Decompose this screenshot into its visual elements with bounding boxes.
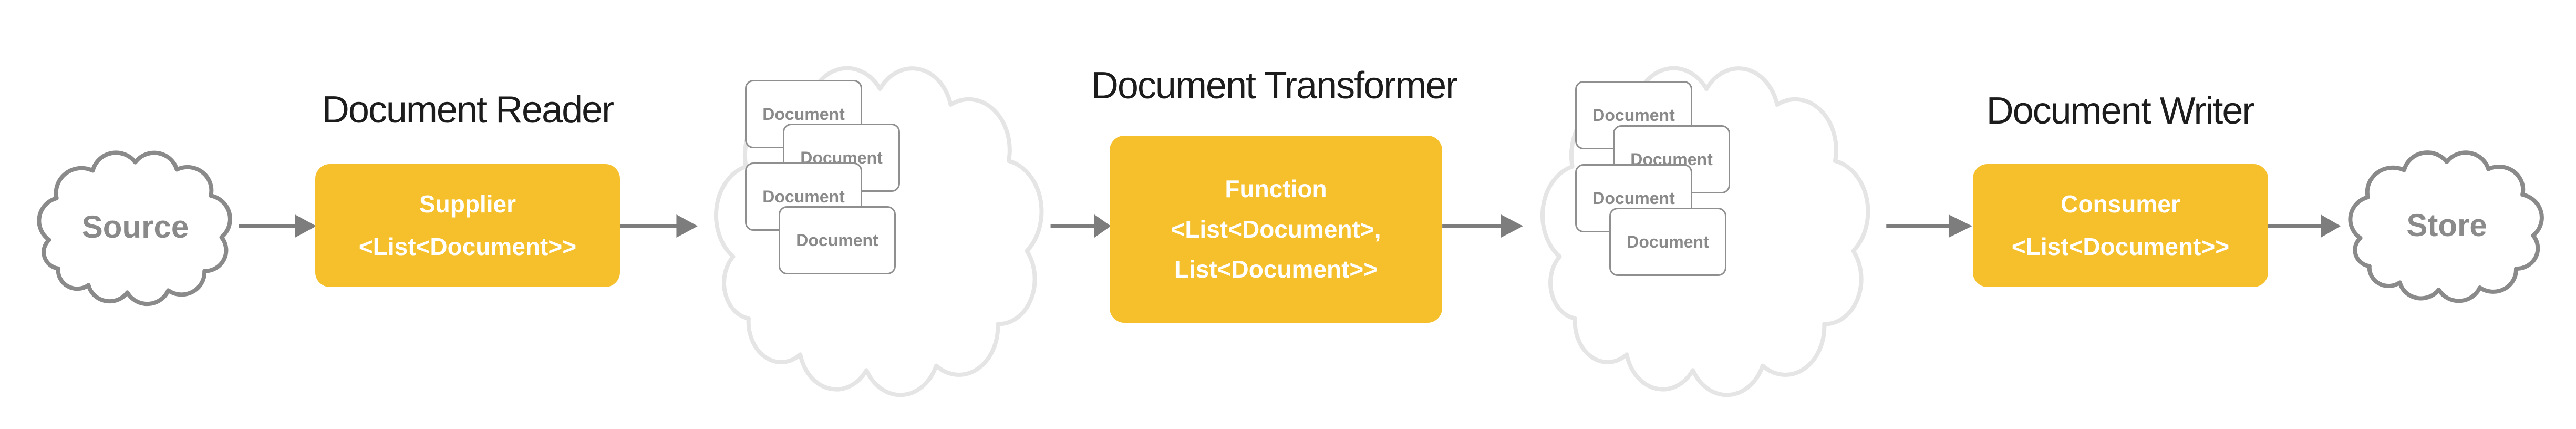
arrow-cloud-to-consumer-icon [1886,214,1972,238]
arrow-cloud-to-function-icon [1050,214,1111,238]
documents-cloud-left: Document Document Document Document [699,48,1061,408]
arrow-supplier-to-cloud-icon [620,214,698,238]
document-card-label: Document [796,230,878,250]
document-card-label: Document [1627,232,1709,251]
document-card-label: Document [1592,188,1675,208]
consumer-box-line2: <List<Document>> [2011,233,2230,260]
arrow-function-to-cloud-icon [1442,214,1523,238]
document-transformer-title: Document Transformer [1091,65,1458,107]
function-box-line2: <List<Document>, [1171,215,1381,243]
function-box-line1: Function [1225,175,1327,202]
documents-cloud-right: Document Document Document Document [1525,48,1888,408]
consumer-box: Consumer <List<Document>> [1973,164,2268,287]
document-card-label: Document [762,187,845,206]
document-reader-title: Document Reader [322,89,614,131]
document-writer-title: Document Writer [1986,90,2255,132]
supplier-box-line2: <List<Document>> [358,233,577,260]
document-card: Document [1609,208,1726,276]
document-card: Document [779,206,896,274]
function-box-line3: List<Document>> [1174,256,1378,283]
arrow-source-to-supplier-icon [239,214,316,238]
arrow-consumer-to-store-icon [2268,214,2341,238]
function-box: Function <List<Document>, List<Document>… [1110,136,1442,323]
consumer-box-line1: Consumer [2061,190,2180,218]
supplier-box-line1: Supplier [419,190,516,218]
document-card: Document [745,80,862,148]
supplier-box: Supplier <List<Document>> [315,164,620,287]
document-card-label: Document [1592,105,1675,125]
store-cloud-icon [2340,144,2553,307]
source-cloud-icon [29,144,242,310]
document-card-label: Document [762,104,845,124]
